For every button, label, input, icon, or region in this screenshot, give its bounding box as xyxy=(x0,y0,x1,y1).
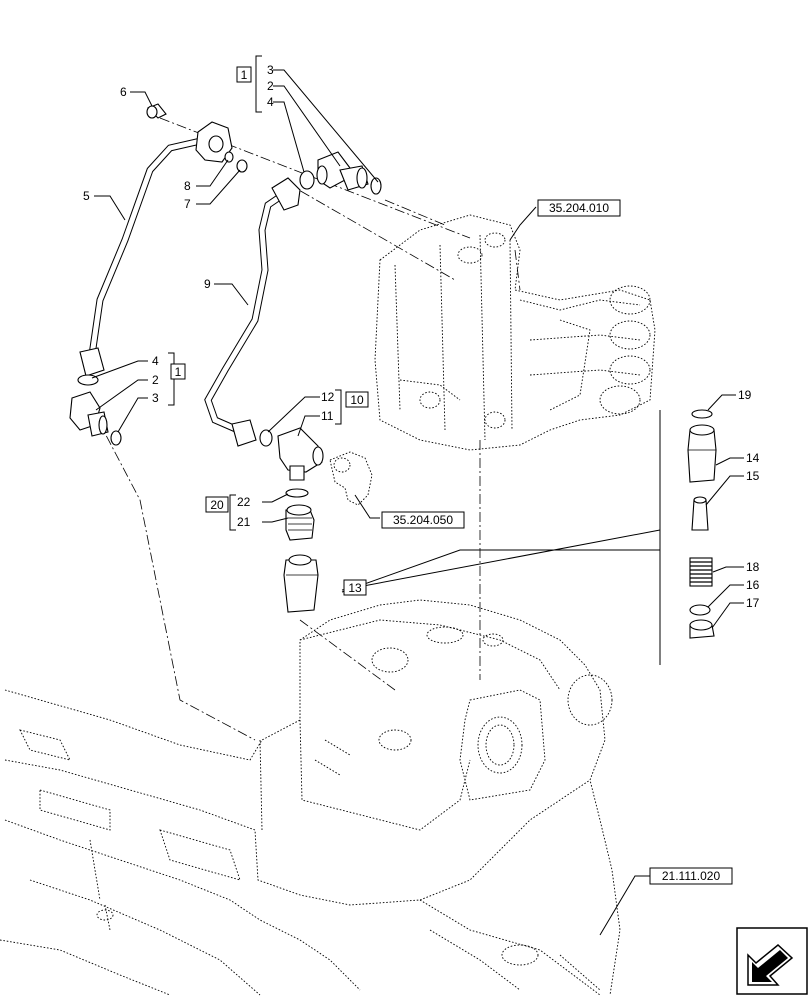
seal-part-8 xyxy=(224,151,234,163)
o-ring-part-19 xyxy=(691,409,713,419)
callout-1-top: 1 xyxy=(241,68,248,82)
seal-part-7 xyxy=(236,159,248,173)
bolt-part-6 xyxy=(146,103,167,119)
ref-21-111-020: 21.111.020 xyxy=(662,869,721,883)
callout-19: 19 xyxy=(738,388,752,402)
valve-part-13 xyxy=(283,554,319,613)
tube-part-5 xyxy=(79,121,233,377)
tube-part-9 xyxy=(204,177,301,447)
group-10-box xyxy=(345,391,369,408)
callout-2-bottom: 2 xyxy=(152,373,159,387)
callout-13: 13 xyxy=(348,581,362,595)
callout-22: 22 xyxy=(237,495,251,509)
o-ring-part-12 xyxy=(259,429,273,447)
leader-lines xyxy=(91,69,744,936)
callout-5: 5 xyxy=(83,189,90,203)
callout-10: 10 xyxy=(350,393,364,407)
ref-35-204-010: 35.204.010 xyxy=(549,201,609,215)
callout-11: 11 xyxy=(321,409,334,423)
group-1-box-bottom xyxy=(170,363,186,380)
callout-20: 20 xyxy=(210,498,224,512)
ref-box-21-111-020 xyxy=(649,867,733,885)
ref-box-35-204-050 xyxy=(381,511,465,529)
ref-35-204-050: 35.204.050 xyxy=(393,513,453,527)
transmission-housing-outline xyxy=(0,599,621,996)
part-13-box xyxy=(343,579,367,596)
body-part-14 xyxy=(687,424,717,483)
callout-15: 15 xyxy=(746,469,760,483)
spring-part-18 xyxy=(689,557,713,587)
elbow-fitting-part-2-bottom xyxy=(69,391,109,437)
fitting-35-204-050-outline xyxy=(329,451,373,506)
callout-7: 7 xyxy=(184,197,191,211)
callout-17: 17 xyxy=(746,596,760,610)
control-valve-outline xyxy=(374,214,656,451)
callout-2-top: 2 xyxy=(267,79,274,93)
tee-fitting-part-11 xyxy=(277,427,324,481)
callout-4-bottom: 4 xyxy=(152,354,159,368)
o-ring-part-4-top xyxy=(299,170,315,190)
o-ring-part-3-bottom xyxy=(110,430,122,446)
elbow-fitting-part-2-top xyxy=(316,151,369,191)
nut-part-17 xyxy=(689,619,715,639)
view-direction-icon xyxy=(736,927,808,995)
callout-12: 12 xyxy=(321,390,335,404)
callout-6: 6 xyxy=(120,85,127,99)
callout-18: 18 xyxy=(746,560,760,574)
washer-part-16 xyxy=(689,604,711,616)
callout-3-bottom: 3 xyxy=(152,391,159,405)
ref-box-35-204-010 xyxy=(537,199,621,217)
callout-21: 21 xyxy=(237,515,251,529)
adapter-part-21 xyxy=(285,504,315,541)
callout-8: 8 xyxy=(184,179,191,193)
callout-1-bottom: 1 xyxy=(175,365,182,379)
group-20-box xyxy=(205,496,229,513)
o-ring-part-22 xyxy=(285,488,309,498)
callout-9: 9 xyxy=(204,277,211,291)
o-ring-part-3-top xyxy=(370,177,382,195)
callout-4-top: 4 xyxy=(267,95,274,109)
callout-16: 16 xyxy=(746,578,760,592)
group-1-box-top xyxy=(236,66,252,83)
assembly-centerlines xyxy=(97,117,521,741)
plunger-part-15 xyxy=(691,496,709,531)
callout-14: 14 xyxy=(746,451,760,465)
callout-3-top: 3 xyxy=(267,63,274,77)
